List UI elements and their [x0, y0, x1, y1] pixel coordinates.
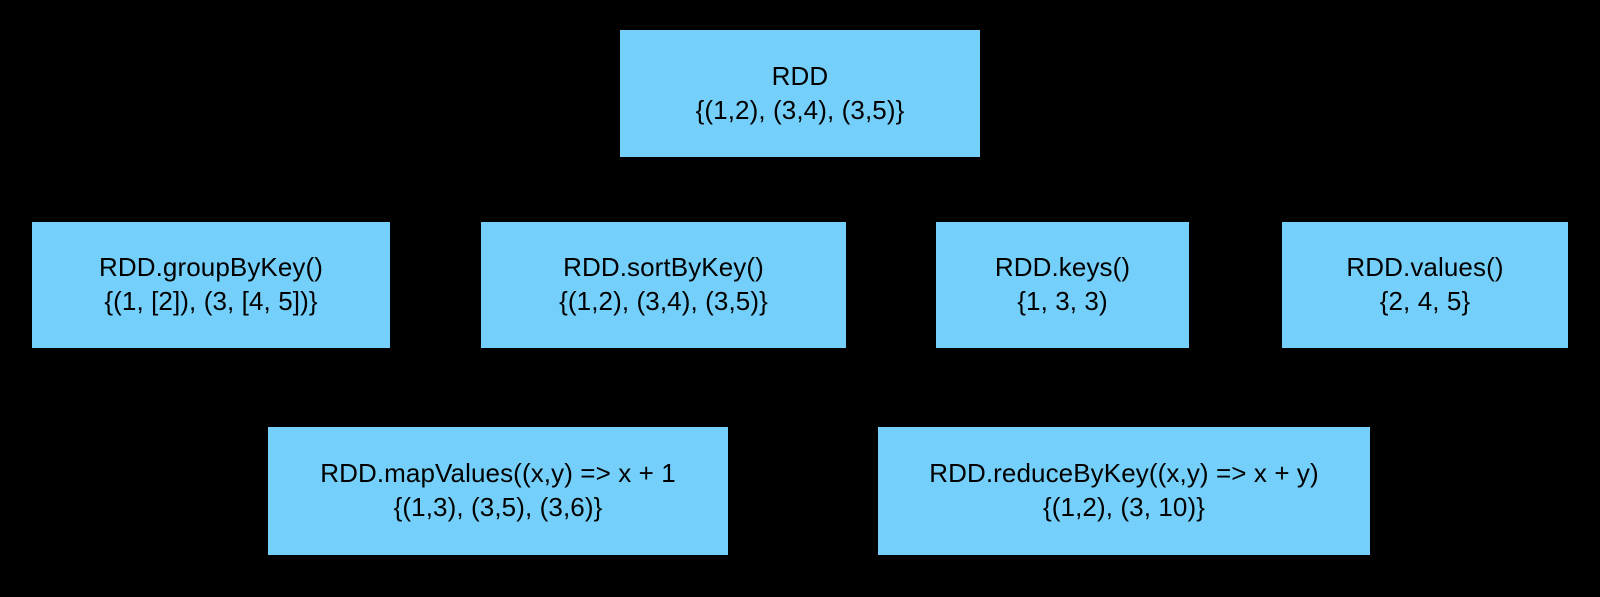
node-rdd-values: RDD.values() {2, 4, 5} [1282, 222, 1568, 348]
node-rdd-groupbykey: RDD.groupByKey() {(1, [2]), (3, [4, 5])} [32, 222, 390, 348]
node-value: {(1,3), (3,5), (3,6)} [393, 492, 603, 522]
node-value: {(1,2), (3,4), (3,5)} [695, 94, 905, 125]
node-rdd-sortbykey: RDD.sortByKey() {(1,2), (3,4), (3,5)} [481, 222, 846, 348]
node-value: {(1,2), (3, 10)} [1042, 492, 1206, 522]
node-title: RDD [771, 60, 829, 91]
node-title: RDD.groupByKey() [98, 252, 324, 283]
node-value: {(1, [2]), (3, [4, 5])} [104, 286, 318, 316]
node-value: {(1,2), (3,4), (3,5)} [559, 286, 768, 316]
node-title: RDD.sortByKey() [563, 252, 764, 283]
node-rdd-reducebykey: RDD.reduceByKey((x,y) => x + y) {(1,2), … [878, 427, 1370, 555]
node-rdd-mapvalues: RDD.mapValues((x,y) => x + 1 {(1,3), (3,… [268, 427, 728, 555]
node-rdd-root: RDD {(1,2), (3,4), (3,5)} [620, 30, 980, 157]
node-title: RDD.mapValues((x,y) => x + 1 [320, 458, 676, 489]
node-rdd-keys: RDD.keys() {1, 3, 3) [936, 222, 1189, 348]
node-title: RDD.values() [1346, 252, 1504, 283]
node-value: {1, 3, 3) [1017, 286, 1108, 316]
node-title: RDD.reduceByKey((x,y) => x + y) [929, 458, 1319, 489]
node-title: RDD.keys() [994, 252, 1131, 283]
node-value: {2, 4, 5} [1379, 286, 1471, 316]
